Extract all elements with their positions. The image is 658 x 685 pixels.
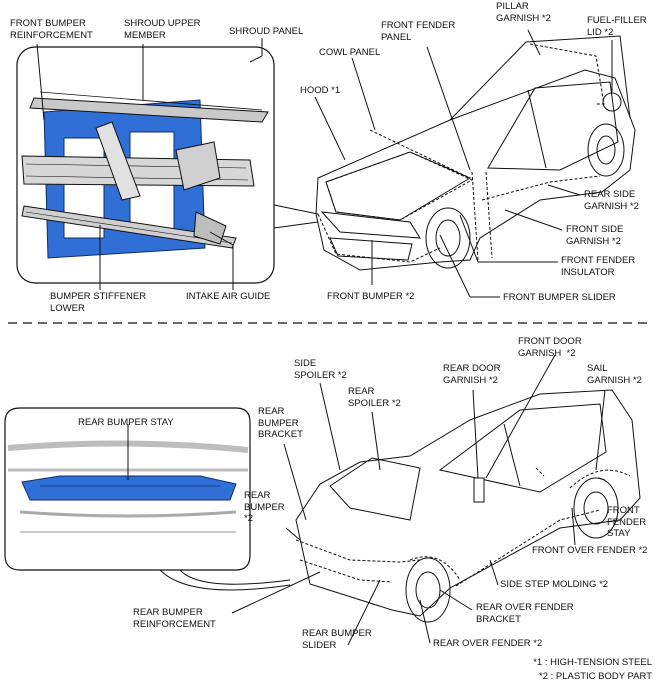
label-rear-bumper-reinforcement: REAR BUMPER REINFORCEMENT [133, 607, 216, 630]
label-rear-bumper-bracket: REAR BUMPER BRACKET [258, 406, 303, 440]
rear-stay-illustration [7, 440, 249, 533]
legend-high-tension-steel: *1 : HIGH-TENSION STEEL [533, 657, 652, 668]
label-front-bumper: FRONT BUMPER *2 [327, 291, 415, 302]
label-fuel-filler-lid: FUEL-FILLER LID *2 [587, 15, 647, 38]
label-shroud-upper-member: SHROUD UPPER MEMBER [124, 18, 201, 41]
label-rear-bumper-slider: REAR BUMPER SLIDER [302, 628, 372, 651]
label-rear-over-fender: REAR OVER FENDER *2 [433, 638, 543, 649]
label-front-over-fender: FRONT OVER FENDER *2 [532, 545, 648, 556]
legend-plastic-body-part: *2 : PLASTIC BODY PART [539, 671, 652, 682]
label-cowl-panel: COWL PANEL [319, 47, 381, 58]
label-rear-side-garnish: REAR SIDE GARNISH *2 [584, 189, 639, 212]
label-bumper-stiffener-lower: BUMPER STIFFENER LOWER [50, 291, 147, 314]
front-structure-illustration [21, 91, 269, 259]
label-intake-air-guide: INTAKE AIR GUIDE [186, 291, 271, 302]
label-rear-spoiler: REAR SPOILER *2 [348, 386, 401, 409]
label-pillar-garnish: PILLAR GARNISH *2 [496, 1, 551, 24]
label-front-side-garnish: FRONT SIDE GARNISH *2 [566, 224, 624, 247]
label-side-step-molding: SIDE STEP MOLDING *2 [500, 579, 609, 590]
label-sail-garnish: SAIL GARNISH *2 [587, 363, 642, 386]
label-shroud-panel: SHROUD PANEL [229, 26, 304, 37]
label-rear-over-fender-bracket: REAR OVER FENDER BRACKET [476, 602, 574, 625]
label-front-fender-stay: FRONT FENDER STAY [607, 505, 647, 539]
label-rear-bumper-stay: REAR BUMPER STAY [78, 417, 174, 428]
label-front-fender-panel: FRONT FENDER PANEL [381, 20, 456, 43]
label-front-bumper-reinforcement: FRONT BUMPER REINFORCEMENT [10, 18, 93, 41]
rear-car-illustration [295, 389, 641, 623]
rear-inset-box [4, 407, 251, 571]
label-rear-bumper: REAR BUMPER *2 [244, 490, 285, 524]
front-inset-box [16, 46, 275, 284]
label-front-fender-insulator: FRONT FENDER INSULATOR [561, 255, 636, 278]
front-car-illustration [315, 35, 636, 271]
label-rear-door-garnish: REAR DOOR GARNISH *2 [443, 363, 501, 386]
label-front-door-garnish: FRONT DOOR GARNISH *2 [518, 336, 582, 359]
label-hood: HOOD *1 [300, 85, 341, 96]
label-front-bumper-slider: FRONT BUMPER SLIDER [503, 292, 616, 303]
label-side-spoiler: SIDE SPOILER *2 [294, 358, 347, 381]
